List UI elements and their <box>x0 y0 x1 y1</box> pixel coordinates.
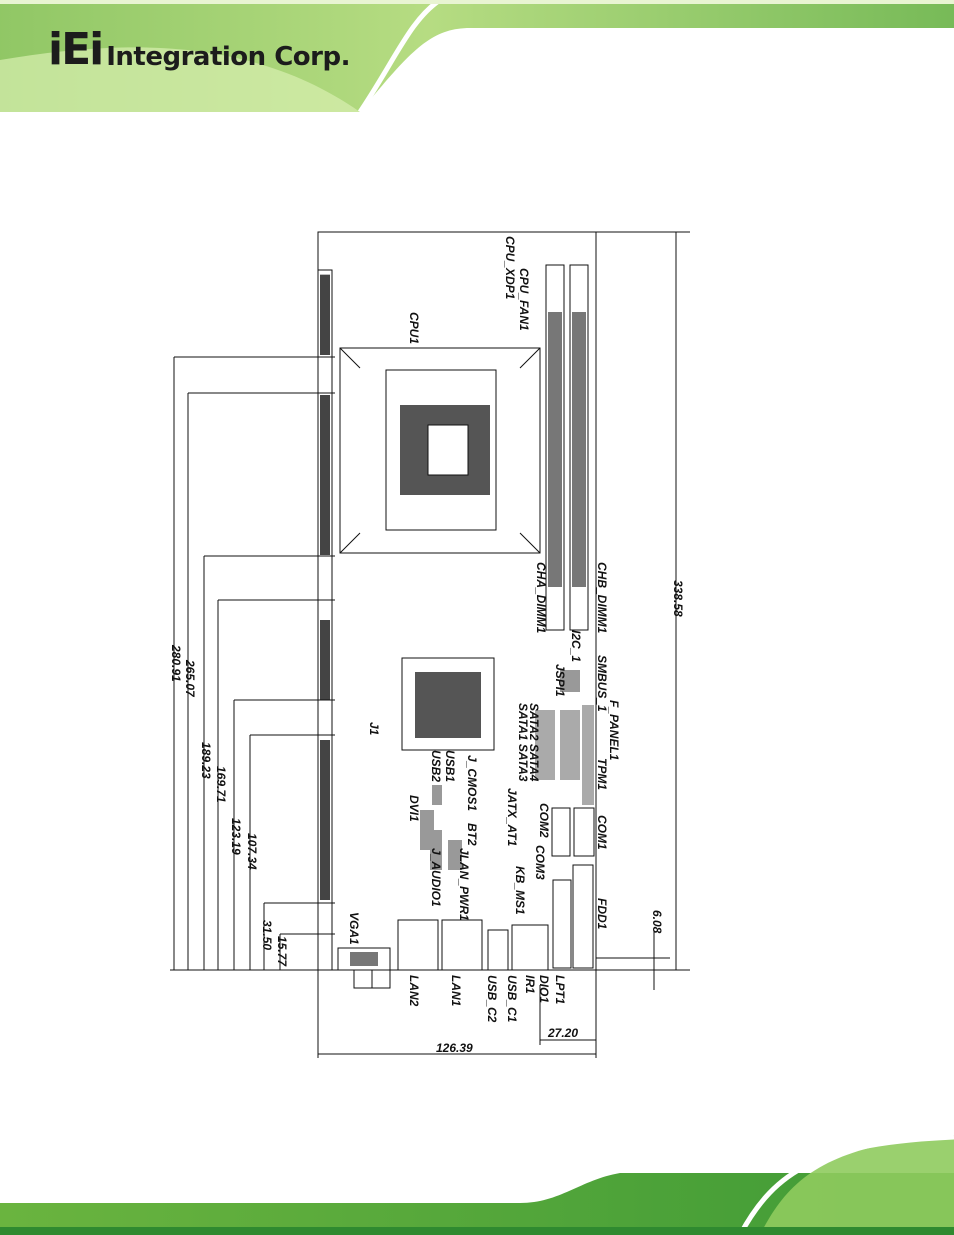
label-lan1: LAN1 <box>449 975 463 1007</box>
cha-dimm-slot <box>545 264 565 631</box>
chipset-outline <box>401 657 495 751</box>
label-usb-c1: USB_C1 <box>505 975 519 1023</box>
logo-text: Integration Corp. <box>106 42 350 72</box>
header-swoosh <box>0 0 954 112</box>
label-ir1: IR1 <box>523 975 537 994</box>
company-logo: iEi Integration Corp. <box>48 24 350 75</box>
label-cpu1: CPU1 <box>407 312 421 344</box>
label-sata2-sata4: SATA2 SATA4 <box>527 703 541 782</box>
label-jlan-pwr1: JLAN_PWR1 <box>457 848 471 921</box>
cpu-socket-outline <box>339 347 541 554</box>
label-com1: COM1 <box>595 815 609 850</box>
footer-swoosh <box>0 1135 954 1235</box>
label-dvi1: DVI1 <box>407 795 421 822</box>
label-vga1: VGA1 <box>347 912 361 945</box>
label-cpu-fan1: CPU_FAN1 <box>517 268 531 331</box>
label-cpu-xdp1: CPU_XDP1 <box>503 236 517 300</box>
label-com2: COM2 <box>537 803 551 838</box>
label-usb1: USB1 <box>443 750 457 782</box>
dim-189: 189.23 <box>199 742 213 779</box>
label-j-audio1: J_AUDIO1 <box>429 848 443 907</box>
dim-15: 15.77 <box>275 936 289 967</box>
label-tpm1: TPM1 <box>595 758 609 790</box>
dim-board-width: 126.39 <box>436 1041 473 1055</box>
label-bt2: BT2 <box>465 823 479 846</box>
dim-io-offset: 27.20 <box>547 1026 578 1040</box>
dim-edge-offset: 6.08 <box>650 910 664 934</box>
label-com3: COM3 <box>533 845 547 880</box>
label-jspi1: JSPI1 <box>553 664 567 697</box>
footer-banner <box>0 1135 954 1235</box>
chb-dimm-slot <box>569 264 589 631</box>
logo-mark: iEi <box>48 24 104 75</box>
label-fdd1: FDD1 <box>595 898 609 930</box>
dim-265: 265.07 <box>183 659 197 698</box>
label-smbus-1: SMBUS_1 <box>595 655 609 712</box>
label-kb-ms1: KB_MS1 <box>513 866 527 915</box>
label-lpt1: LPT1 <box>553 975 567 1005</box>
dim-107: 107.34 <box>245 833 259 870</box>
dim-123: 123.19 <box>229 818 243 855</box>
label-lan2: LAN2 <box>407 975 421 1007</box>
header-banner: iEi Integration Corp. <box>0 0 954 112</box>
label-jatx-at1: JATX_AT1 <box>505 788 519 847</box>
dim-169: 169.71 <box>214 766 228 803</box>
label-usb2: USB2 <box>429 750 443 782</box>
label-cha-dimm1: CHA_DIMM1 <box>534 562 548 634</box>
dim-280: 280.91 <box>169 644 183 682</box>
label-usb-c2: USB_C2 <box>485 975 499 1023</box>
label-i2c-1: I2C_1 <box>569 630 583 662</box>
label-sata1-sata3: SATA1 SATA3 <box>516 703 530 782</box>
label-chb-dimm1: CHB_DIMM1 <box>595 562 609 634</box>
label-j-cmos1: J_CMOS1 <box>465 755 479 811</box>
label-f-panel1: F_PANEL1 <box>607 700 621 761</box>
label-dio1: DIO1 <box>537 975 551 1003</box>
dim-31: 31.50 <box>260 920 274 950</box>
label-j1: J1 <box>367 722 381 736</box>
dim-overall-length: 338.58 <box>671 580 685 617</box>
